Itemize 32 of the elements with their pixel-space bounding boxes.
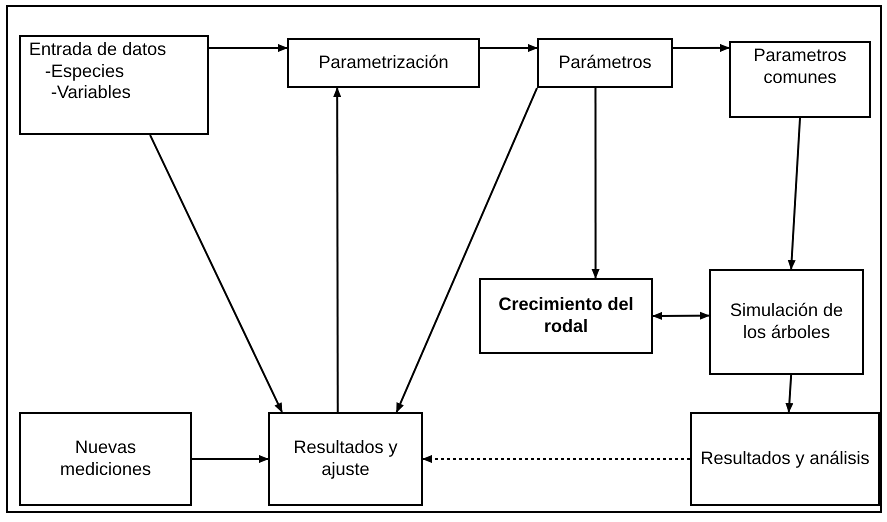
process-box (287, 38, 480, 88)
box-text: Simulación de los árboles (728, 300, 844, 344)
process-box (709, 269, 864, 375)
arrow (592, 88, 600, 279)
process-box (729, 41, 871, 118)
box-text: Parametrización (318, 52, 449, 74)
arrow (788, 118, 801, 270)
box-text: Parametros comunes (752, 45, 848, 88)
arrow (209, 44, 288, 52)
box-text: Resultados y análisis (700, 448, 870, 470)
box-text: -Variables (50, 82, 131, 104)
box-text: Entrada de datos (29, 39, 166, 61)
arrow (333, 87, 342, 412)
process-box (19, 35, 209, 135)
process-box (537, 38, 673, 88)
box-text: Crecimiento del rodal (497, 294, 635, 338)
process-box (479, 278, 653, 354)
arrow (652, 312, 710, 320)
process-box (19, 412, 192, 506)
box-text: Resultados y ajuste (292, 437, 399, 481)
arrow (149, 134, 283, 413)
arrow (673, 44, 730, 52)
process-box (268, 412, 423, 506)
box-text: Parámetros (558, 52, 652, 74)
arrow (480, 44, 538, 52)
process-box (690, 412, 880, 506)
arrow (785, 374, 794, 413)
arrow (192, 455, 269, 463)
box-text: Nuevas mediciones (58, 437, 152, 481)
box-text: -Especies (44, 60, 124, 82)
arrow (396, 88, 538, 413)
arrow (422, 455, 690, 463)
